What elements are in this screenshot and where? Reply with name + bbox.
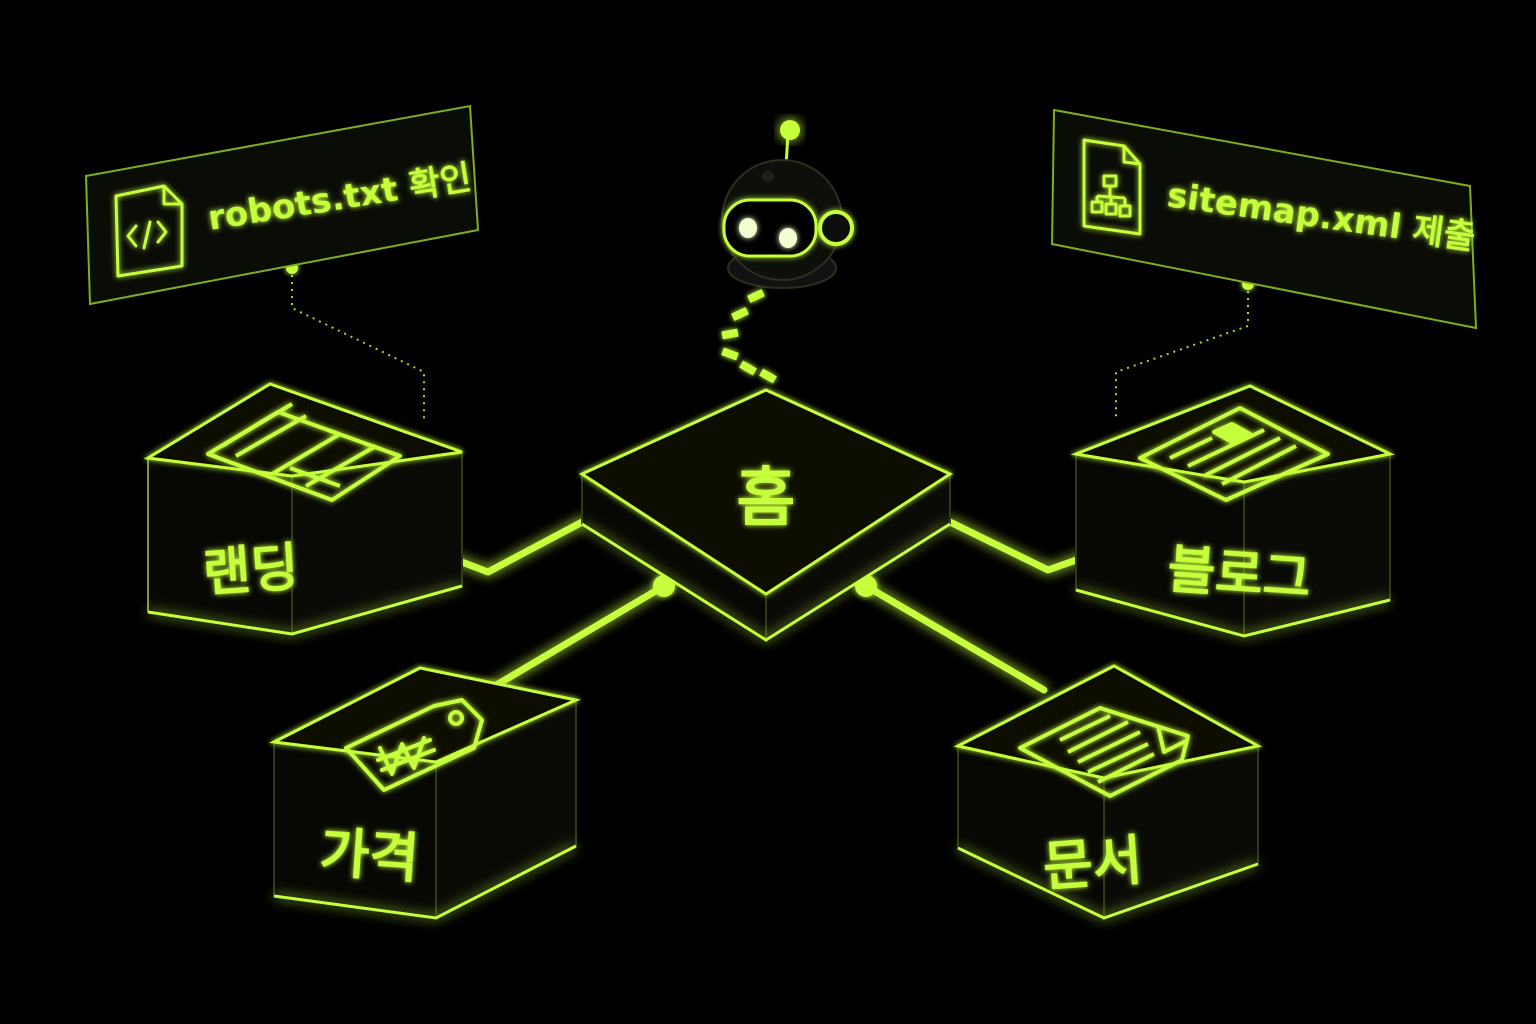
node-blog[interactable]: 블로그 — [1070, 384, 1395, 638]
crawl-trail — [721, 288, 777, 384]
node-blog-label: 블로그 — [1166, 540, 1313, 610]
node-docs-label: 문서 — [1041, 829, 1145, 899]
node-pricing-label: 가격 — [318, 821, 422, 891]
edge-home-pricing — [484, 582, 668, 694]
callout-sitemap: sitemap.xml 제출 — [1050, 108, 1478, 330]
node-pricing[interactable]: 가격 — [268, 666, 581, 920]
leader-sitemap — [1115, 284, 1249, 420]
callout-robots-panel — [84, 104, 480, 306]
node-landing-label: 랜딩 — [201, 538, 301, 605]
sitemap-file-icon — [1082, 138, 1142, 236]
crawler-bot-icon — [721, 120, 854, 289]
callout-sitemap-panel — [1050, 108, 1478, 330]
leader-robots — [291, 268, 425, 420]
callout-robots: robots.txt 확인 — [84, 104, 480, 306]
document-icon — [1018, 706, 1190, 798]
node-docs[interactable]: 문서 — [953, 664, 1263, 920]
won-price-tag-icon — [344, 698, 484, 792]
article-icon — [1138, 406, 1330, 502]
node-landing[interactable]: 랜딩 — [143, 382, 463, 636]
edge-home-docs — [862, 582, 1048, 694]
browser-layout-icon — [206, 402, 402, 502]
code-file-icon — [114, 184, 184, 278]
callout-leaders — [291, 268, 1249, 420]
node-home-label: 홈 — [737, 462, 796, 536]
node-home[interactable]: 홈 — [578, 388, 954, 642]
